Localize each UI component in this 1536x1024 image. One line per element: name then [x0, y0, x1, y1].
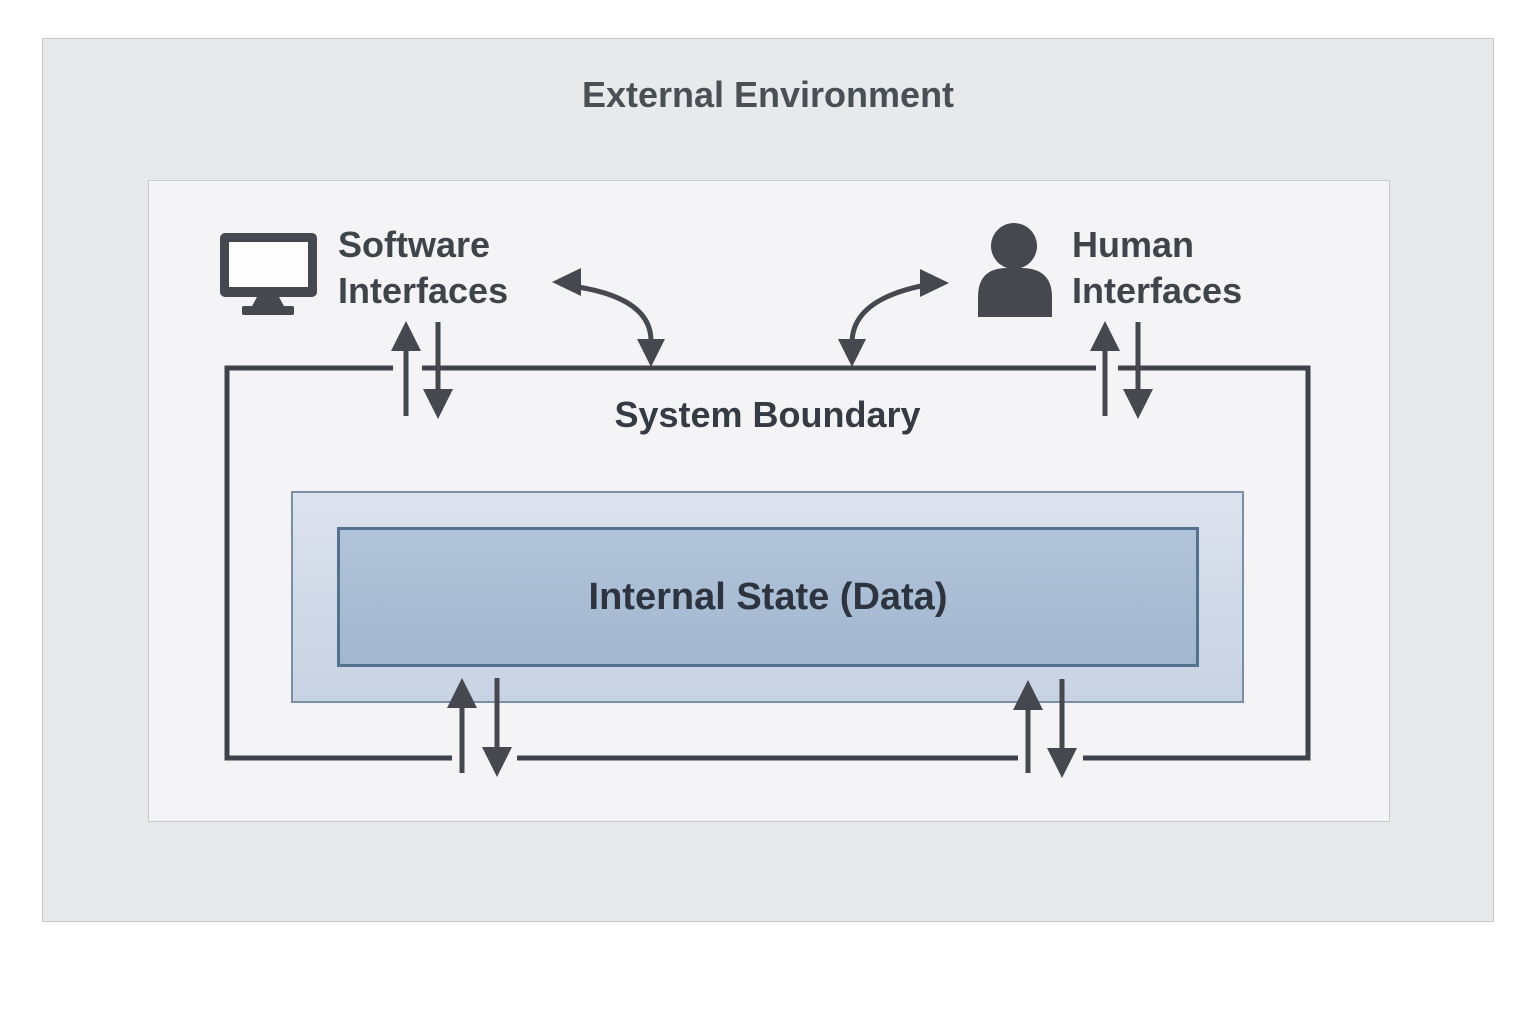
person-icon: [978, 223, 1052, 317]
curved-arrow-software: [552, 268, 665, 367]
internal-state-label: Internal State (Data): [588, 575, 948, 618]
external-environment-label: External Environment: [581, 74, 955, 115]
arrows-software-boundary: [391, 321, 453, 419]
system-boundary-outline: [224, 365, 1311, 761]
internal-state-inner-box: Internal State (Data): [337, 527, 1199, 667]
monitor-icon: [220, 233, 317, 315]
human-interfaces-label: Human Interfaces: [1072, 224, 1243, 311]
arrows-human-boundary: [1090, 321, 1153, 419]
software-interfaces-label: Software Interfaces: [338, 224, 509, 311]
arrows-internal-right: [1013, 679, 1077, 778]
system-boundary-label: System Boundary: [614, 394, 921, 435]
curved-arrow-human: [838, 269, 949, 367]
arrows-internal-left: [447, 678, 512, 777]
